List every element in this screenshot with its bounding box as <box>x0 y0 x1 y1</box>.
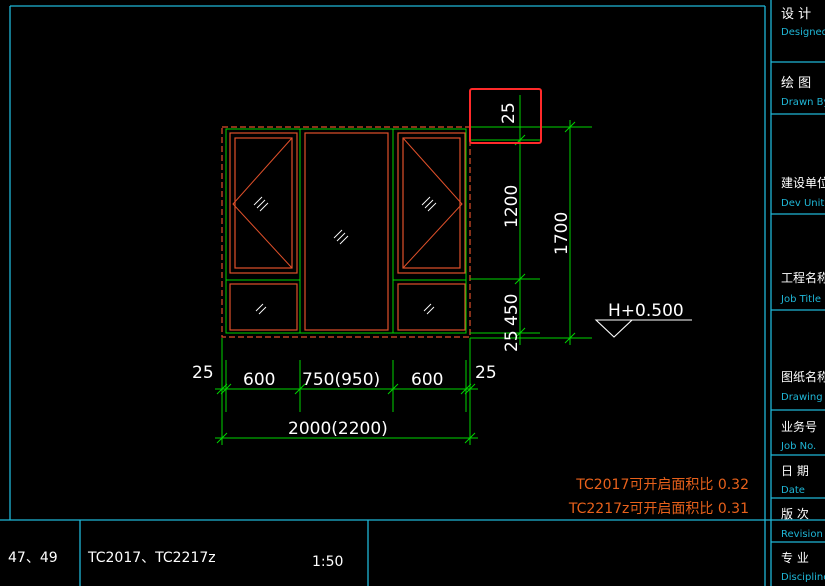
glass-hatch-marks <box>253 196 437 315</box>
dim-right-pane: 600 <box>411 370 443 390</box>
horizontal-dimensions <box>215 338 478 445</box>
left-lower-pane <box>229 283 298 331</box>
drawing-label-cn: 图纸名称 <box>781 369 825 384</box>
discipline-label-en: Discipline <box>781 572 825 583</box>
job-no-label-cn: 业务号 <box>781 419 817 434</box>
date-label-en: Date <box>781 485 805 496</box>
sheet-ref: 47、49 <box>8 550 58 566</box>
drawn-by-label-cn: 绘 图 <box>781 76 811 91</box>
opening-ratio-notes: TC2017可开启面积比 0.32 TC2217z可开启面积比 0.31 <box>568 477 749 517</box>
note-tc2017: TC2017可开启面积比 0.32 <box>575 477 749 493</box>
dim-left-offset: 25 <box>192 363 214 383</box>
dim-total-width: 2000(2200) <box>288 419 388 439</box>
dim-right-offset: 25 <box>475 363 497 383</box>
window-codes: TC2017、TC2217z <box>87 550 216 566</box>
drawn-by-label-en: Drawn By <box>781 97 825 108</box>
window-frame-lines <box>225 128 467 334</box>
dev-unit-label-cn: 建设单位 <box>781 175 825 190</box>
job-title-label-en: Job Title <box>780 294 821 305</box>
right-upper-sash <box>397 132 466 274</box>
dimension-labels: 25 1200 1700 450 25 25 25 600 750(950) 6… <box>192 102 572 439</box>
dim-lower-height: 450 <box>502 294 522 326</box>
dim-upper-height: 1200 <box>502 185 522 228</box>
title-block: 设 计 Designed 绘 图 Drawn By 建设单位 Dev Unit … <box>780 7 825 583</box>
elevation-marker: H+0.500 <box>594 301 692 338</box>
left-upper-sash <box>229 132 298 274</box>
vertical-dimensions <box>470 95 592 345</box>
date-label-cn: 日 期 <box>781 464 809 478</box>
drawing-label-en: Drawing <box>781 392 823 403</box>
job-title-label-cn: 工程名称 <box>781 270 825 285</box>
revision-label-cn: 版 次 <box>781 507 809 521</box>
right-lower-pane <box>397 283 466 331</box>
window-opening-outline <box>221 126 471 338</box>
elevation-label: H+0.500 <box>608 301 684 321</box>
job-no-label-en: Job No. <box>780 441 816 452</box>
window-elevation[interactable] <box>221 126 471 338</box>
middle-fixed-pane <box>304 132 389 331</box>
dim-top-offset: 25 <box>499 102 519 124</box>
dim-total-height: 1700 <box>552 212 572 255</box>
bottom-bar: 47、49 TC2017、TC2217z 1:50 <box>8 550 343 570</box>
scale-value: 1:50 <box>312 554 343 570</box>
dim-bottom-offset: 25 <box>502 330 522 352</box>
selection-highlight-box[interactable] <box>469 88 542 144</box>
dim-middle-pane: 750(950) <box>302 370 380 390</box>
discipline-label-cn: 专 业 <box>781 550 809 565</box>
note-tc2217z: TC2217z可开启面积比 0.31 <box>568 501 749 517</box>
dev-unit-label-en: Dev Unit <box>781 198 824 209</box>
designed-label-en: Designed <box>781 27 825 38</box>
revision-label-en: Revision <box>781 529 823 540</box>
designed-label-cn: 设 计 <box>781 7 811 22</box>
dim-left-pane: 600 <box>243 370 275 390</box>
